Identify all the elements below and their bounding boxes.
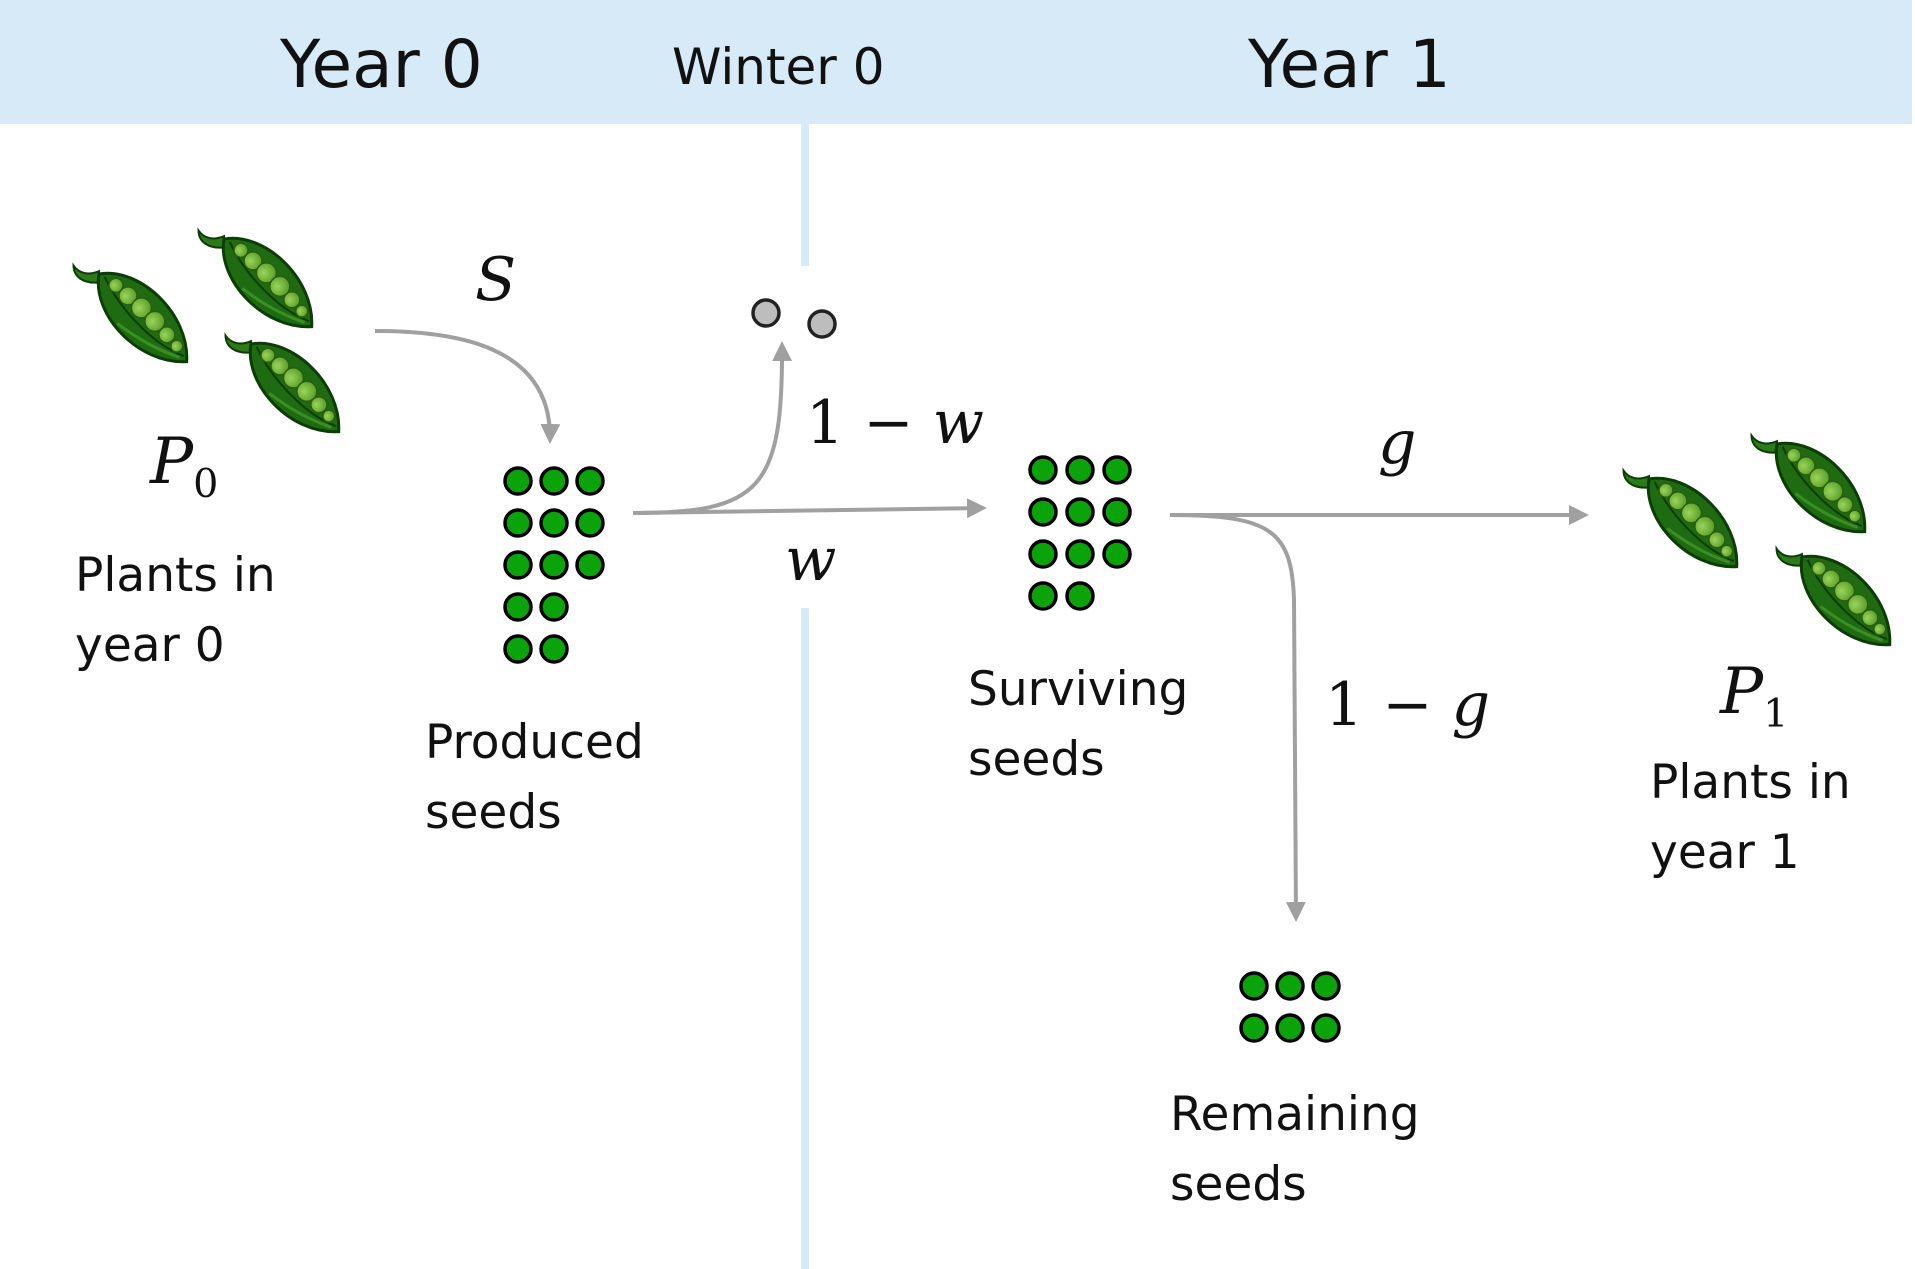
winter0-heading: Winter 0 (672, 38, 885, 96)
lost-seed-cluster (751, 298, 837, 339)
seed-dot (503, 592, 533, 622)
surviving-seed-cluster (1028, 455, 1132, 611)
arrow-winter-loss (632, 341, 793, 515)
pea-pod-icon (1764, 519, 1910, 665)
seed-dot (1239, 971, 1269, 1001)
remaining-seeds-label: Remaining seeds (1170, 1087, 1420, 1212)
arrow-seed-production (374, 329, 561, 444)
seed-dot (503, 466, 533, 496)
arrow-winter-survival (632, 498, 987, 519)
seed-dot (1102, 539, 1132, 569)
seed-dot (1102, 497, 1132, 527)
seed-dot (1275, 971, 1305, 1001)
pea-pod-icon (1611, 441, 1757, 587)
math-w: w (785, 525, 837, 595)
seed-dot (539, 466, 569, 496)
plants-year0-group (61, 201, 359, 452)
arrow-remaining (1169, 513, 1306, 922)
seed-dot (503, 550, 533, 580)
seed-dot (539, 634, 569, 664)
seed-dot (539, 592, 569, 622)
seed-dot (575, 508, 605, 538)
seed-dot (575, 550, 605, 580)
seed-dot (1311, 971, 1341, 1001)
plants-year1-label: Plants in year 1 (1650, 755, 1851, 880)
seed-dot (1028, 497, 1058, 527)
math-one-minus-w: 1 − w (806, 388, 984, 458)
seed-dot (1102, 455, 1132, 485)
season-divider-lower (801, 608, 809, 1269)
seed-dot (575, 466, 605, 496)
timeline-header (0, 0, 1912, 124)
pea-pod-icon (186, 201, 332, 347)
pea-pod-icon (1739, 406, 1885, 552)
seed-dot (1028, 455, 1058, 485)
math-g: g (1378, 408, 1417, 478)
math-S: S (475, 245, 517, 315)
seed-dot (1239, 1013, 1269, 1043)
seed-dot (1065, 497, 1095, 527)
math-P0: P0 (150, 425, 219, 507)
year0-heading: Year 0 (280, 26, 483, 103)
seed-dot (539, 508, 569, 538)
seed-dot (1065, 581, 1095, 611)
lost-seed-dot (807, 309, 837, 339)
remaining-seed-cluster (1239, 971, 1341, 1043)
seed-dot (503, 634, 533, 664)
seed-dot (503, 508, 533, 538)
seed-dot (1028, 581, 1058, 611)
plants-year1-group (1611, 406, 1910, 665)
surviving-seeds-label: Surviving seeds (968, 662, 1189, 787)
pea-pod-icon (61, 236, 207, 382)
seed-dot (539, 550, 569, 580)
math-P1: P1 (1720, 655, 1789, 737)
produced-seed-cluster (503, 466, 605, 664)
seed-dot (1065, 455, 1095, 485)
seed-dot (1311, 1013, 1341, 1043)
seed-dot (1065, 539, 1095, 569)
math-one-minus-g: 1 − g (1325, 670, 1491, 740)
year1-heading: Year 1 (1248, 26, 1451, 103)
produced-seeds-label: Produced seeds (425, 715, 644, 840)
plants-year0-label: Plants in year 0 (75, 548, 276, 673)
pea-pod-icon (213, 306, 359, 452)
seed-dot (1028, 539, 1058, 569)
seed-dot (1275, 1013, 1305, 1043)
lost-seed-dot (751, 298, 781, 328)
season-divider-upper (801, 124, 809, 266)
